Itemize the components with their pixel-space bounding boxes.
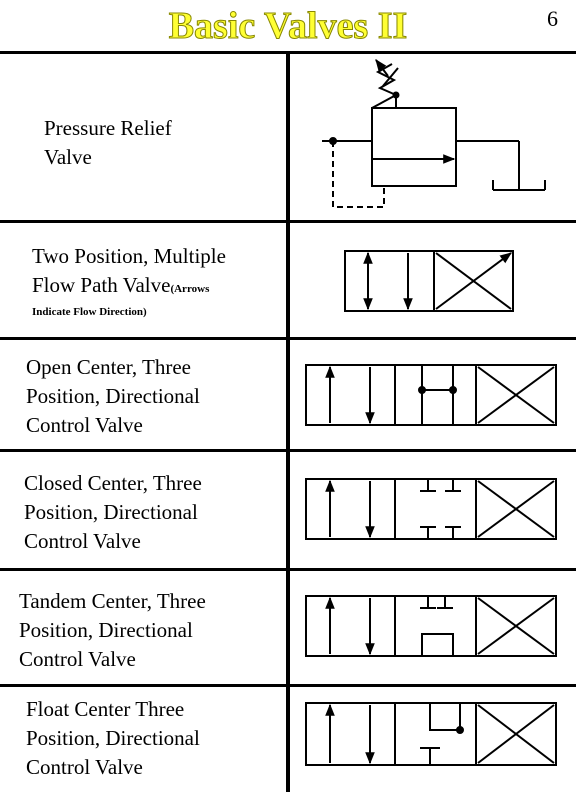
label-line: Pressure Relief [44, 116, 172, 140]
label-line: Tandem Center, Three [19, 589, 206, 613]
page-title: Basic Valves II [168, 5, 408, 48]
open-center-valve-symbol [305, 364, 557, 426]
row-label-tandem-center: Tandem Center, Three Position, Direction… [19, 587, 206, 674]
label-line: Position, Directional [26, 384, 200, 408]
label-note-inline: (Arrows [170, 283, 210, 295]
page-number: 6 [547, 6, 558, 31]
label-note: Indicate Flow Direction) [32, 306, 147, 318]
label-line: Control Valve [26, 413, 143, 437]
label-line: Control Valve [26, 755, 143, 779]
label-line: Control Valve [19, 647, 136, 671]
label-line: Open Center, Three [26, 355, 191, 379]
label-line: Position, Directional [26, 726, 200, 750]
closed-center-valve-symbol [305, 478, 557, 540]
divider-top [0, 51, 576, 54]
float-center-valve-symbol [305, 702, 557, 766]
tandem-center-valve-symbol [305, 595, 557, 657]
row-label-open-center: Open Center, Three Position, Directional… [26, 353, 200, 440]
label-line: Control Valve [24, 529, 141, 553]
row-label-two-position: Two Position, Multiple Flow Path Valve(A… [32, 242, 226, 320]
two-position-valve-symbol [344, 250, 514, 312]
label-line: Valve [44, 145, 92, 169]
row-label-float-center: Float Center Three Position, Directional… [26, 695, 200, 782]
label-line-text: Flow Path Valve [32, 273, 171, 297]
label-line: Two Position, Multiple [32, 244, 226, 268]
label-line: Position, Directional [24, 500, 198, 524]
row-label-closed-center: Closed Center, Three Position, Direction… [24, 469, 202, 556]
label-line: Closed Center, Three [24, 471, 202, 495]
row-label-pressure-relief: Pressure Relief Valve [44, 114, 172, 172]
label-line: Float Center Three [26, 697, 185, 721]
label-line: Flow Path Valve(Arrows [32, 271, 226, 304]
label-line: Position, Directional [19, 618, 193, 642]
column-divider [286, 53, 290, 792]
pressure-relief-valve-symbol [322, 59, 546, 208]
